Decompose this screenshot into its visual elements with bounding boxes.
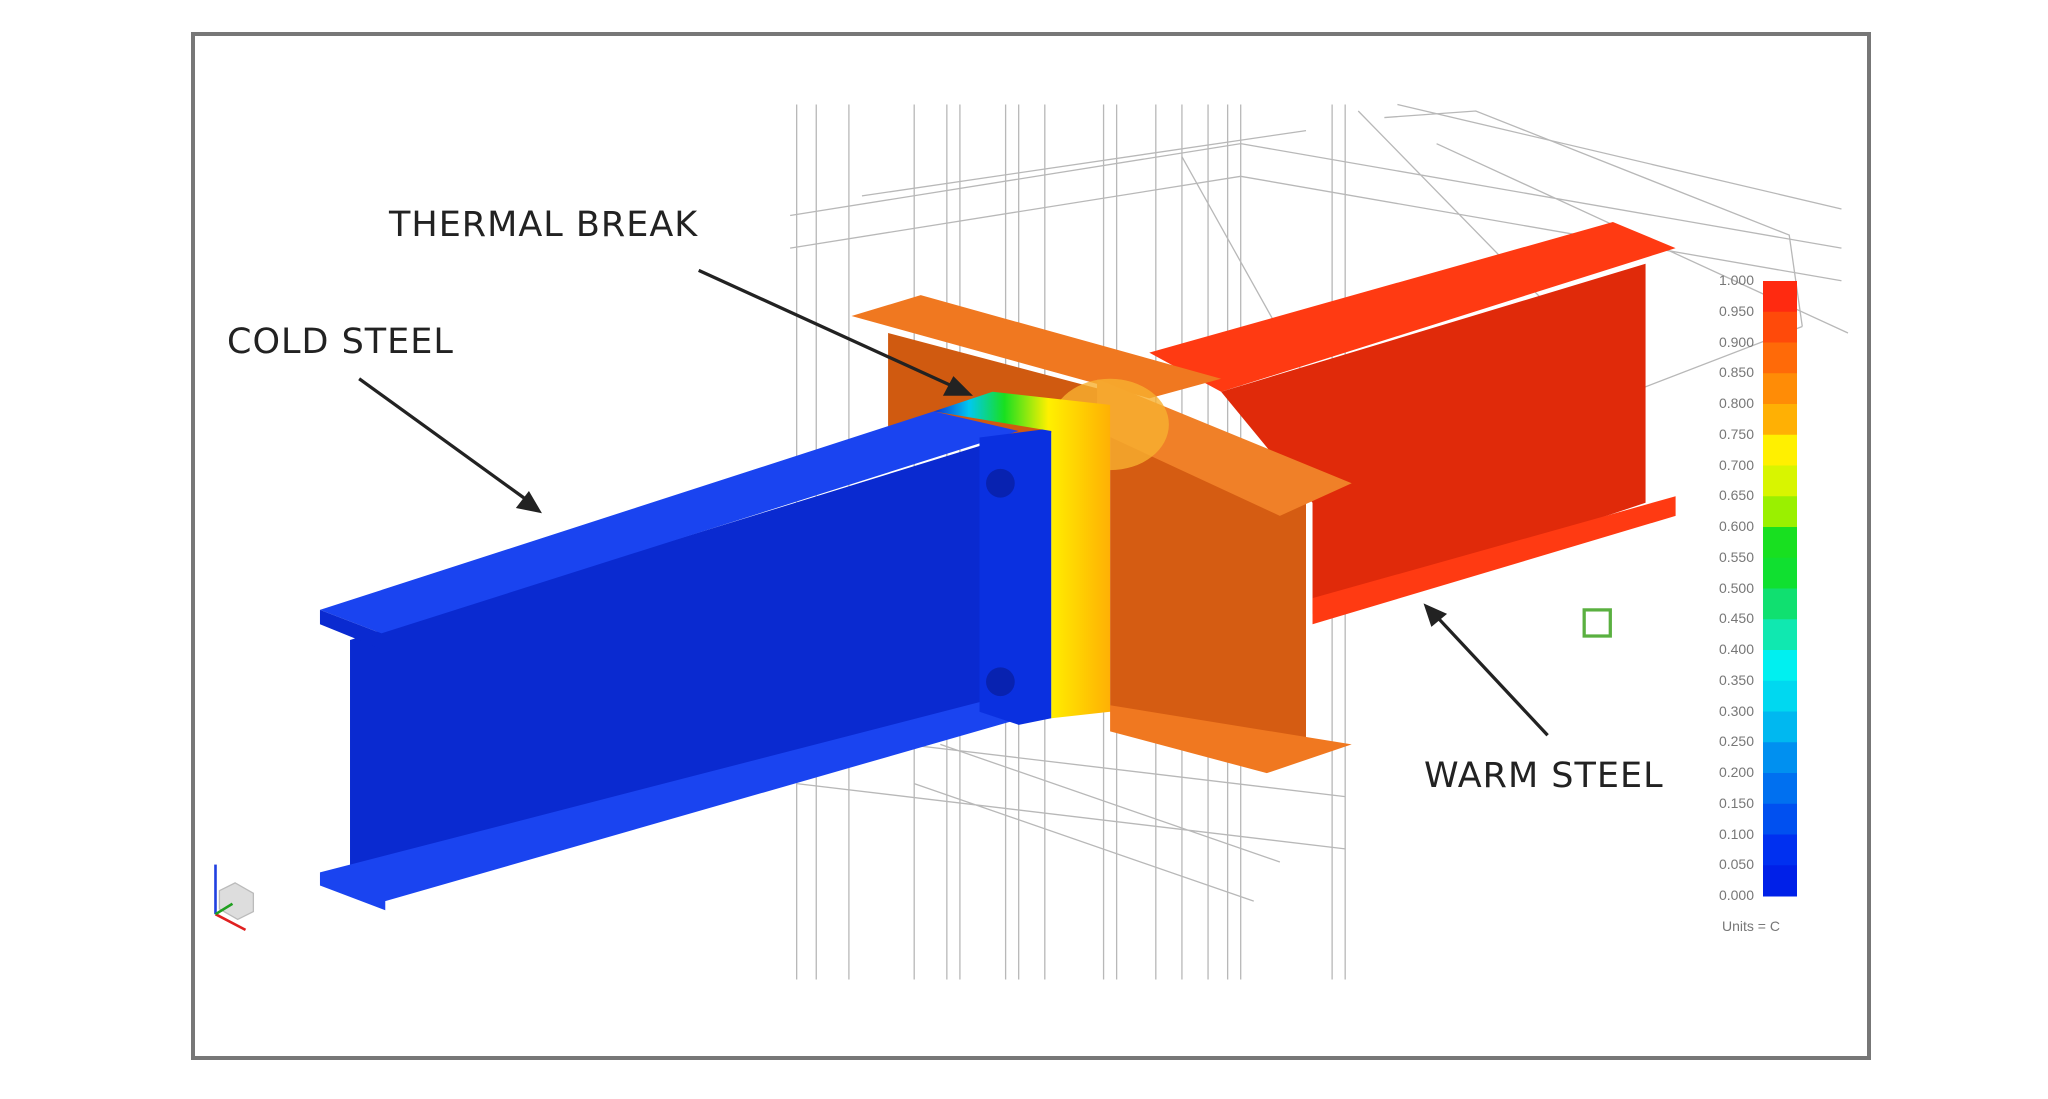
legend-tick: 0.200 (1718, 764, 1754, 780)
legend-swatch (1763, 803, 1797, 835)
legend-tick: 0.350 (1718, 671, 1754, 688)
legend-swatch (1763, 711, 1797, 743)
legend-swatch (1763, 342, 1797, 374)
legend-swatch (1763, 834, 1797, 866)
legend-tick: 0.300 (1718, 702, 1754, 719)
legend-swatch (1763, 650, 1797, 682)
legend-units: Units = C (1722, 918, 1780, 934)
axis-triad-icon (214, 864, 255, 932)
callout-arrows (358, 268, 1549, 737)
legend-tick: 0.500 (1718, 579, 1754, 596)
cold-steel-beam (319, 411, 1052, 911)
thermal-break-label: THERMAL BREAK (389, 205, 699, 245)
legend-swatch (1763, 557, 1797, 589)
legend-tick: 0.150 (1718, 794, 1754, 811)
legend-tick: 0.600 (1718, 518, 1754, 534)
legend-swatch (1763, 742, 1797, 774)
legend-swatch (1763, 373, 1797, 405)
legend-swatch (1763, 434, 1797, 466)
column-connection (851, 295, 1352, 774)
legend-tick: 0.850 (1718, 364, 1754, 381)
legend-colorbar (1763, 281, 1797, 897)
legend-tick: 0.100 (1718, 825, 1754, 842)
selection-marker (1582, 608, 1612, 638)
legend-tick: 0.900 (1718, 333, 1754, 350)
legend-tick: 0.250 (1718, 733, 1754, 750)
legend-tick: 0.050 (1718, 856, 1754, 873)
legend-tick: 0.700 (1718, 456, 1754, 473)
legend-swatch (1763, 588, 1797, 620)
legend-swatch (1763, 680, 1797, 712)
legend-swatch (1763, 619, 1797, 651)
legend-swatch (1763, 527, 1797, 559)
legend-swatch (1763, 281, 1797, 313)
legend-tick: 0.800 (1718, 395, 1754, 411)
legend-tick: 0.950 (1718, 302, 1754, 319)
legend-tick: 0.550 (1718, 548, 1754, 565)
legend-swatch (1763, 465, 1797, 497)
legend-tick: 1.000 (1718, 272, 1754, 288)
legend-tick: 0.450 (1718, 610, 1754, 627)
thermal-break (933, 391, 1111, 719)
cold-steel-label: COLD STEEL (227, 322, 454, 362)
legend-swatch (1763, 865, 1797, 897)
warm-steel-beam (1149, 222, 1676, 625)
legend-tick: 0.750 (1718, 425, 1754, 442)
legend-swatch (1763, 496, 1797, 528)
legend-swatch (1763, 404, 1797, 436)
warm-steel-label: WARM STEEL (1424, 756, 1664, 796)
legend-tick: 0.400 (1718, 641, 1754, 657)
legend-tick: 0.650 (1718, 487, 1754, 504)
legend-swatch (1763, 773, 1797, 805)
diagram-frame (191, 32, 1871, 1060)
legend-swatch (1763, 311, 1797, 343)
legend-tick: 0.000 (1718, 887, 1754, 903)
